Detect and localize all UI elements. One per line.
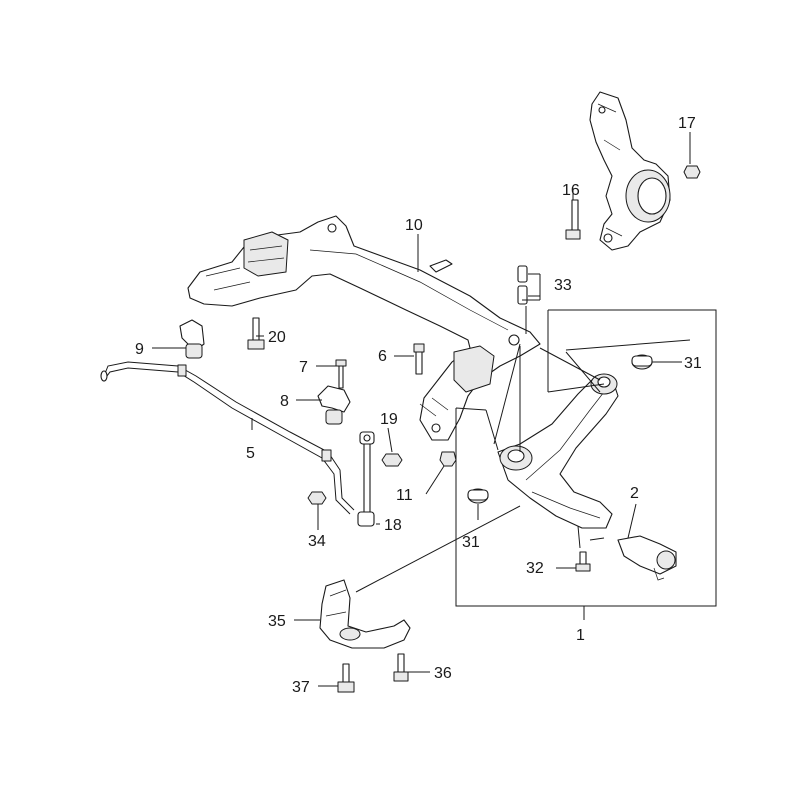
callout-16: 16 (562, 182, 580, 199)
callout-19: 19 (380, 411, 398, 428)
bolt-6 (413, 343, 425, 375)
front-bracket-35 (319, 579, 411, 649)
callout-36: 36 (434, 665, 452, 682)
bolt-37 (337, 663, 355, 693)
stabilizer-clamp-8 (317, 385, 351, 425)
bolt-7 (335, 359, 347, 389)
callout-34: 34 (308, 533, 326, 550)
callout-11: 11 (396, 487, 413, 504)
nut-34 (307, 491, 327, 505)
callout-7: 7 (299, 359, 308, 376)
bolt-36 (393, 653, 409, 682)
callout-8: 8 (280, 393, 289, 410)
ball-joint-2 (617, 535, 677, 581)
leader-lines (355, 273, 691, 593)
callout-10: 10 (405, 217, 423, 234)
bolt-32 (575, 551, 591, 572)
callout-37: 37 (292, 679, 310, 696)
callout-1: 1 (576, 627, 585, 644)
bushing-33 (517, 265, 528, 305)
bushing-31-bottom (467, 488, 489, 504)
callout-32: 32 (526, 560, 544, 577)
callout-33: 33 (554, 277, 572, 294)
crossmember (187, 215, 541, 441)
callout-18: 18 (384, 517, 402, 534)
lower-control-arm (497, 373, 619, 529)
callout-20: 20 (268, 329, 286, 346)
stabilizer-bar (100, 361, 355, 515)
callout-31-right: 31 (684, 355, 702, 372)
bolt-16 (565, 199, 581, 240)
callout-17: 17 (678, 115, 696, 132)
nut-11 (439, 451, 457, 467)
nut-17 (683, 165, 701, 179)
callout-31-left: 31 (462, 534, 480, 551)
callout-6: 6 (378, 348, 387, 365)
steering-knuckle (589, 91, 671, 251)
bushing-31-top (631, 354, 653, 370)
callout-2: 2 (630, 485, 639, 502)
callout-labels: 1 2 5 6 7 8 9 10 11 16 17 18 19 20 31 31… (135, 115, 702, 696)
bolt-20 (247, 317, 265, 350)
nut-19 (381, 453, 403, 467)
stabilizer-link-18 (357, 431, 375, 527)
stabilizer-bushing-9 (179, 319, 205, 359)
callout-35: 35 (268, 613, 286, 630)
callout-5: 5 (246, 445, 255, 462)
callout-9: 9 (135, 341, 144, 358)
callout-leaders (152, 132, 691, 687)
